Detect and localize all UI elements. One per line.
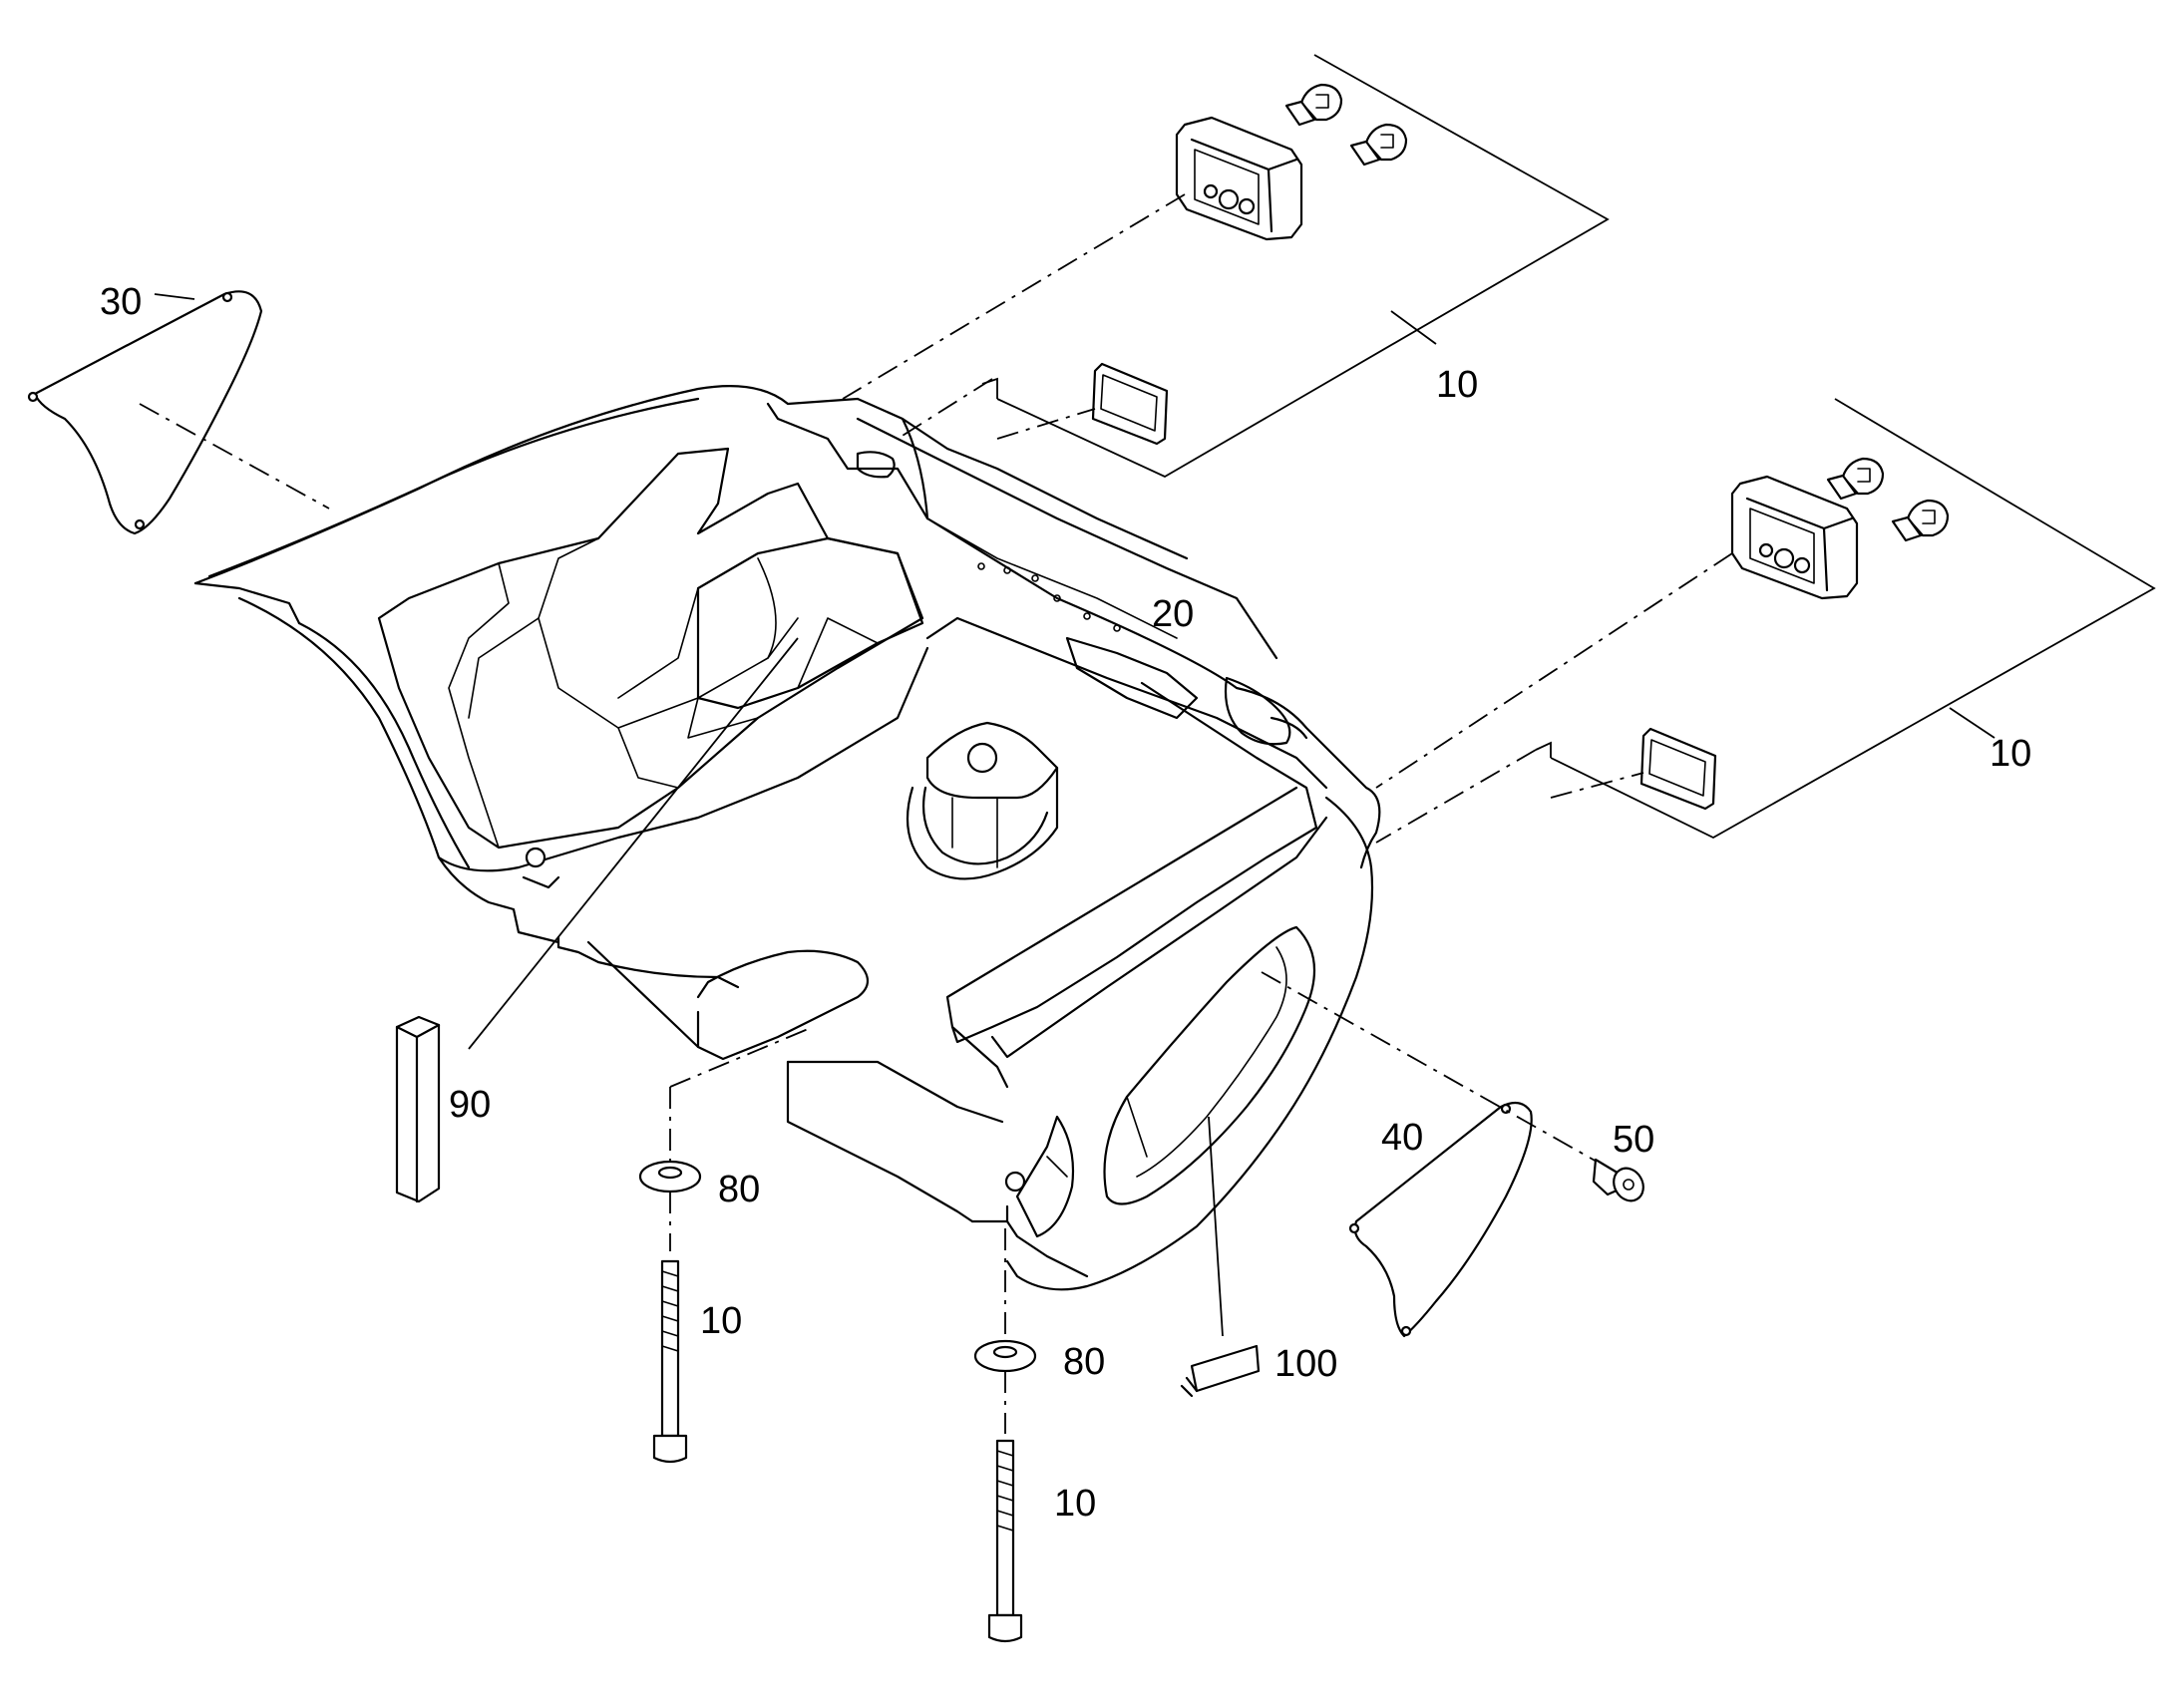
screw-part [1261,971,1644,1202]
callout-50: 50 [1613,1119,1654,1161]
callout-100: 100 [1274,1343,1337,1385]
bulb-icon [1284,83,1343,127]
callout-10-lamp-lower: 10 [1990,733,2031,775]
spacer-bar-part [395,637,799,1203]
bolt-left [652,1026,814,1464]
washer-right [973,1339,1037,1373]
seal-strip-part [1180,1116,1261,1398]
side-cover-panel-left [27,290,330,535]
callout-80-right: 80 [1063,1341,1105,1383]
rear-housing-part [193,385,1381,1291]
side-cover-panel-right [1348,1101,1533,1338]
callout-30: 30 [100,281,142,323]
tail-lamp-assembly-upper [842,54,1610,479]
callout-10-lamp-upper: 10 [1436,364,1478,406]
bulb-icon [1891,499,1950,542]
callout-80-left: 80 [718,1169,760,1210]
washer-left [638,1160,702,1194]
callout-40: 40 [1381,1117,1423,1159]
bulb-icon [1826,457,1885,501]
bolt-right [987,1228,1023,1643]
bulb-icon [1349,123,1408,167]
tail-lamp-assembly-lower [1375,398,2156,844]
callout-90: 90 [449,1084,491,1126]
callout-20: 20 [1152,593,1194,635]
callout-10-bolt-right: 10 [1054,1483,1096,1525]
callout-10-bolt-left: 10 [700,1300,742,1342]
